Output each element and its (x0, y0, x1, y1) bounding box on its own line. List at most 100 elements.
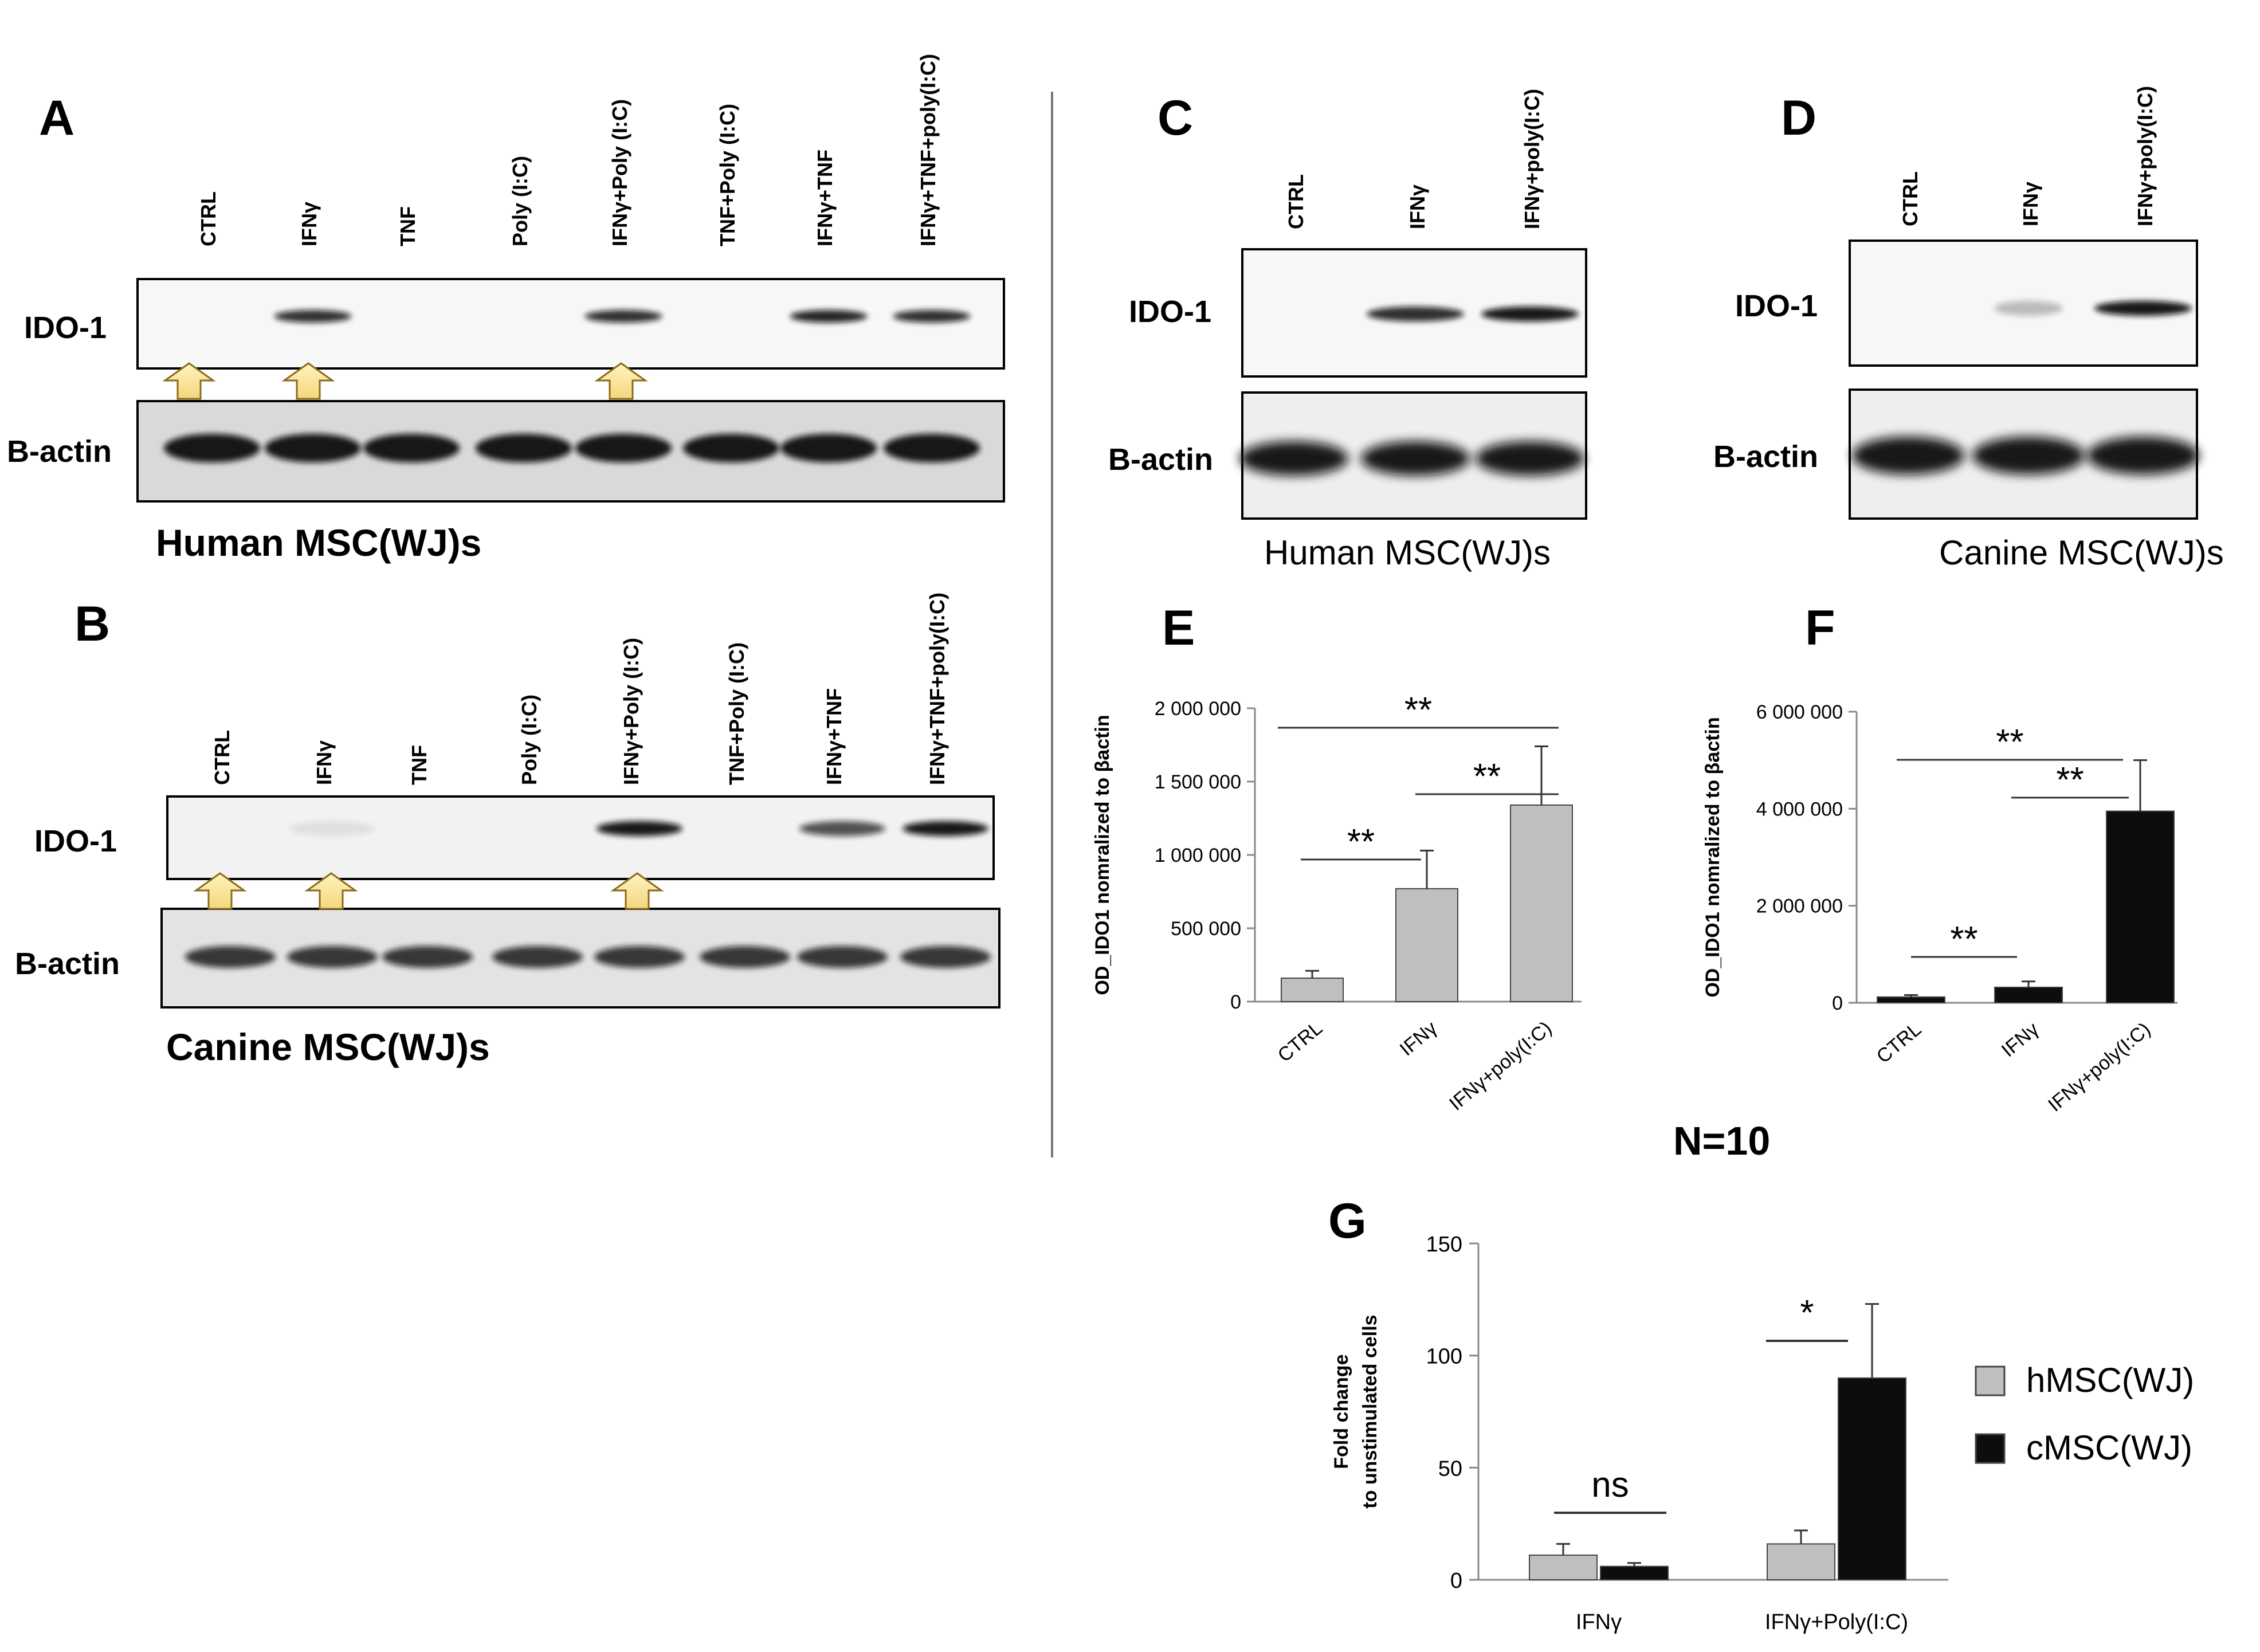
legend-swatch (1975, 1433, 2006, 1464)
bactin-band (185, 946, 276, 968)
bactin-band (265, 434, 361, 462)
bar (2106, 810, 2175, 1003)
panel-a-arrows (162, 362, 648, 400)
ido1-band (1367, 307, 1464, 321)
legend-swatch (1975, 1365, 2006, 1396)
y-tick-label: 50 (1438, 1457, 1462, 1481)
bactin-band (382, 946, 473, 968)
bar (1395, 888, 1458, 1002)
panel-d-label: D (1781, 91, 1816, 146)
bactin-band (1361, 441, 1470, 476)
up-arrow-icon (304, 872, 358, 910)
B-lane-label: Poly (I:C) (517, 694, 541, 785)
ido1-band (893, 310, 971, 323)
bar (1281, 978, 1344, 1003)
B-lane-label: IFNγ+Poly (I:C) (619, 638, 643, 785)
B-lane-label: TNF+Poly (I:C) (725, 642, 748, 785)
significance-label: ** (1347, 822, 1375, 862)
ido1-band (597, 821, 682, 836)
up-arrow-icon (193, 872, 247, 910)
panel-d-caption: Canine MSC(WJ)s (1939, 533, 2224, 572)
bactin-band (1476, 441, 1584, 476)
panel-f-label: F (1805, 601, 1835, 656)
A-lane-label: Poly (I:C) (508, 156, 532, 246)
D-lane-label: CTRL (1898, 171, 1922, 226)
x-tick-label: CTRL (1274, 1017, 1327, 1066)
bactin-band (492, 946, 583, 968)
legend-label: cMSC(WJ) (2026, 1429, 2192, 1467)
x-tick-label: IFNγ+poly(I:C) (1445, 1017, 1556, 1115)
bar (1994, 986, 2063, 1003)
panel-c-label: C (1158, 91, 1193, 146)
x-tick-label: IFNγ+Poly(I:C) (1765, 1610, 1908, 1634)
panel-c-ido1-label: IDO-1 (1129, 295, 1211, 329)
ido1-band (903, 821, 988, 836)
A-lane-label: IFNγ+Poly (I:C) (608, 99, 631, 246)
bactin-band (594, 946, 685, 968)
panel-b-bands (185, 821, 991, 968)
panel-g-label: G (1328, 1194, 1367, 1249)
D-lane-label: IFNγ (2019, 182, 2042, 226)
x-tick-label: IFNγ (1396, 1017, 1441, 1060)
significance-label: * (1800, 1293, 1814, 1333)
panel-a-bactin-label: B-actin (7, 434, 112, 469)
up-arrow-icon (162, 362, 216, 400)
panel-e-label: E (1162, 601, 1195, 656)
y-axis-label: to unstimulated cells (1359, 1314, 1381, 1508)
panel-a-ido1-blot (136, 278, 1005, 370)
ido1-band (1994, 301, 2063, 316)
y-tick-label: 2 000 000 (1756, 896, 1843, 917)
ido1-band (584, 310, 662, 323)
bactin-band (2087, 437, 2199, 474)
B-lane-label: IFNγ+TNF (822, 688, 846, 785)
x-tick-label: IFNγ+poly(I:C) (2044, 1018, 2155, 1116)
bar (1600, 1565, 1669, 1581)
panel-d-bactin-label: B-actin (1713, 440, 1818, 474)
n-label: N=10 (1673, 1119, 1770, 1163)
y-tick-label: 4 000 000 (1756, 798, 1843, 820)
A-lane-label: CTRL (197, 191, 220, 246)
significance-label: ** (2056, 760, 2084, 800)
y-axis-label: Fold change (1331, 1354, 1352, 1469)
B-lane-label: CTRL (210, 730, 234, 785)
panel-b-arrows (193, 872, 664, 910)
panel-d-ido1-label: IDO-1 (1735, 289, 1818, 323)
legend-label: hMSC(WJ) (2026, 1361, 2194, 1399)
significance-label: ** (1950, 920, 1978, 959)
bactin-band (1972, 437, 2085, 474)
ido1-band (274, 310, 352, 323)
panel-a-ido1-label: IDO-1 (24, 311, 107, 345)
panel-c-caption: Human MSC(WJ)s (1264, 533, 1551, 572)
bar (1877, 996, 1945, 1003)
y-axis-label: OD_IDO1 nomralized to βactin (1092, 715, 1113, 995)
bactin-band (287, 946, 378, 968)
panel-b-label: B (74, 597, 110, 652)
bactin-band (363, 434, 460, 462)
bactin-band (780, 434, 877, 462)
y-tick-label: 500 000 (1171, 918, 1241, 940)
y-tick-label: 2 000 000 (1155, 698, 1241, 720)
bactin-band (797, 946, 888, 968)
bactin-band (683, 434, 779, 462)
panel-a-bands (164, 310, 980, 462)
x-tick-label: IFNγ (1576, 1610, 1622, 1634)
panel-c-bands (1239, 307, 1584, 476)
ido1-band (799, 821, 885, 836)
x-tick-label: CTRL (1873, 1018, 1925, 1068)
bactin-band (1239, 441, 1348, 476)
x-tick-label: IFNγ (1998, 1018, 2043, 1061)
ido1-band (1481, 307, 1579, 321)
up-arrow-icon (594, 362, 648, 400)
B-lane-label: TNF (407, 745, 431, 785)
A-lane-label: IFNγ (297, 202, 321, 246)
y-tick-label: 1 000 000 (1155, 845, 1241, 866)
significance-label: ns (1591, 1465, 1629, 1505)
bar (1510, 804, 1573, 1002)
bar (1838, 1377, 1906, 1581)
